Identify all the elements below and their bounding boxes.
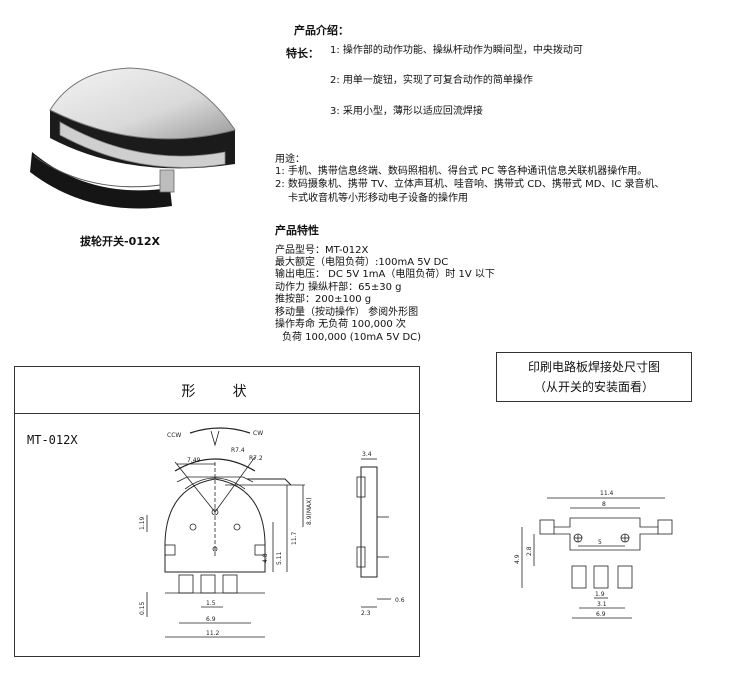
spec-line: 推按部：200±100 g (275, 294, 372, 305)
pcb-dim-5: 5 (598, 539, 602, 546)
spec-line: 动作力 操纵杆部：65±30 g (275, 282, 402, 293)
pcb-dim-114: 11.4 (600, 490, 614, 497)
pcb-title-line1: 印刷电路板焊接处尺寸图 (527, 360, 660, 374)
spec-line: 最大额定（电阻负荷）:100mA 5V DC (275, 257, 449, 268)
model-label: MT-012X (27, 433, 78, 447)
features-label: 特长： (286, 47, 319, 60)
pcb-title-line2: （从开关的安装面看） (533, 380, 654, 394)
intro-title: 产品介绍： (294, 24, 349, 37)
pcb-technical-drawing: 11.4 8 5 2.8 4.9 1.9 3.1 6.9 (514, 490, 673, 619)
dim-06: 0.6 (395, 597, 405, 604)
pcb-dim-19: 1.9 (595, 591, 605, 598)
dim-34: 3.4 (362, 451, 372, 458)
uses-line: 1: 手机、携带信息终端、数码照相机、得台式 PC 等各种通讯信息关联机器操作用… (275, 166, 648, 177)
shape-technical-drawing: CCW CW 7.49 R7.4 R7.2 8.9(MAX) 11 (139, 427, 405, 638)
product-photo (20, 60, 250, 220)
pcb-dim-49: 4.9 (514, 554, 521, 564)
shape-title-divider (15, 413, 419, 414)
uses-line: 卡式收音机等小形移动电子设备的操作用 (288, 193, 468, 204)
pcb-dim-31: 3.1 (597, 601, 607, 608)
dim-69: 6.9 (206, 616, 216, 623)
dim-15: 1.5 (206, 600, 216, 607)
spec-line: 产品型号：MT-012X (275, 245, 369, 256)
dim-23: 2.3 (361, 610, 371, 617)
dim-89: 8.9(MAX) (306, 497, 313, 525)
ccw-label: CCW (167, 432, 181, 439)
photo-caption: 拔轮开关-012X (80, 235, 161, 248)
spec-line: 负荷 100,000 (10mA 5V DC) (282, 332, 422, 343)
shape-drawing-box: 形 状 MT-012X CCW CW 7.49 R7.4 (14, 366, 420, 657)
dim-112: 11.2 (206, 630, 220, 637)
pcb-drawing: 11.4 8 5 2.8 4.9 1.9 3.1 6.9 (510, 480, 690, 630)
feature-item: 1: 操作部的动作功能、操纵杆动作为瞬间型，中央拨动可 (330, 45, 583, 56)
dim-48: 4.8 (262, 553, 269, 563)
pcb-drawing-box: 印刷电路板焊接处尺寸图 （从开关的安装面看） (496, 352, 692, 402)
spec-line: 移动量（按动操作） 参阅外形图 (275, 307, 419, 318)
spec-line: 输出电压： DC 5V 1mA（电阻负荷）时 1V 以下 (275, 269, 495, 280)
dim-117: 11.7 (291, 531, 298, 545)
pcb-dim-8: 8 (602, 501, 606, 508)
feature-item: 3: 采用小型，薄形以适应回流焊接 (330, 106, 483, 117)
cw-label: CW (253, 430, 263, 437)
dim-749: 7.49 (187, 457, 201, 464)
feature-item: 2: 用单一旋钮，实现了可复合动作的简单操作 (330, 75, 533, 86)
specs-title: 产品特性 (275, 224, 319, 237)
dim-r72: R7.2 (249, 455, 263, 462)
switch-photo-illustration (30, 67, 236, 209)
spec-line: 操作寿命 无负荷 100,000 次 (275, 319, 406, 330)
dim-015: 0.15 (139, 601, 146, 615)
dim-51: 5.11 (276, 551, 283, 565)
uses-label: 用途： (275, 154, 305, 165)
pcb-dim-28: 2.8 (526, 546, 533, 556)
dim-r74: R7.4 (231, 447, 245, 454)
uses-line: 2: 数码摄象机、携带 TV、立体声耳机、哇音响、携带式 CD、携带式 MD、I… (275, 179, 665, 190)
pcb-dim-69: 6.9 (596, 611, 606, 618)
dim-119: 1.19 (139, 516, 146, 530)
shape-title: 形 状 (181, 384, 253, 400)
